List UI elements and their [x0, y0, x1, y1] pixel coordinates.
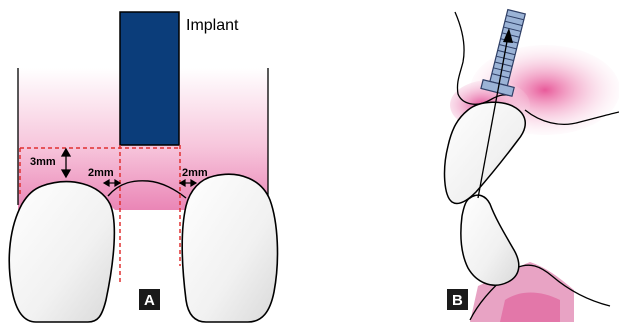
- panel-a-letter: A: [144, 292, 155, 309]
- right-gap-label: 2mm: [182, 167, 208, 179]
- panel-b-letter: B: [452, 292, 463, 309]
- left-gap-label: 2mm: [88, 167, 114, 179]
- left-central-incisor: [9, 182, 114, 322]
- implant-block: [120, 12, 179, 145]
- right-central-incisor: [182, 174, 277, 322]
- panel-a: Implant 3mm 2mm: [9, 12, 277, 322]
- lower-incisor: [461, 195, 519, 285]
- implant-label: Implant: [186, 17, 239, 34]
- panel-b: B: [445, 8, 619, 322]
- vertical-distance-label: 3mm: [30, 156, 56, 168]
